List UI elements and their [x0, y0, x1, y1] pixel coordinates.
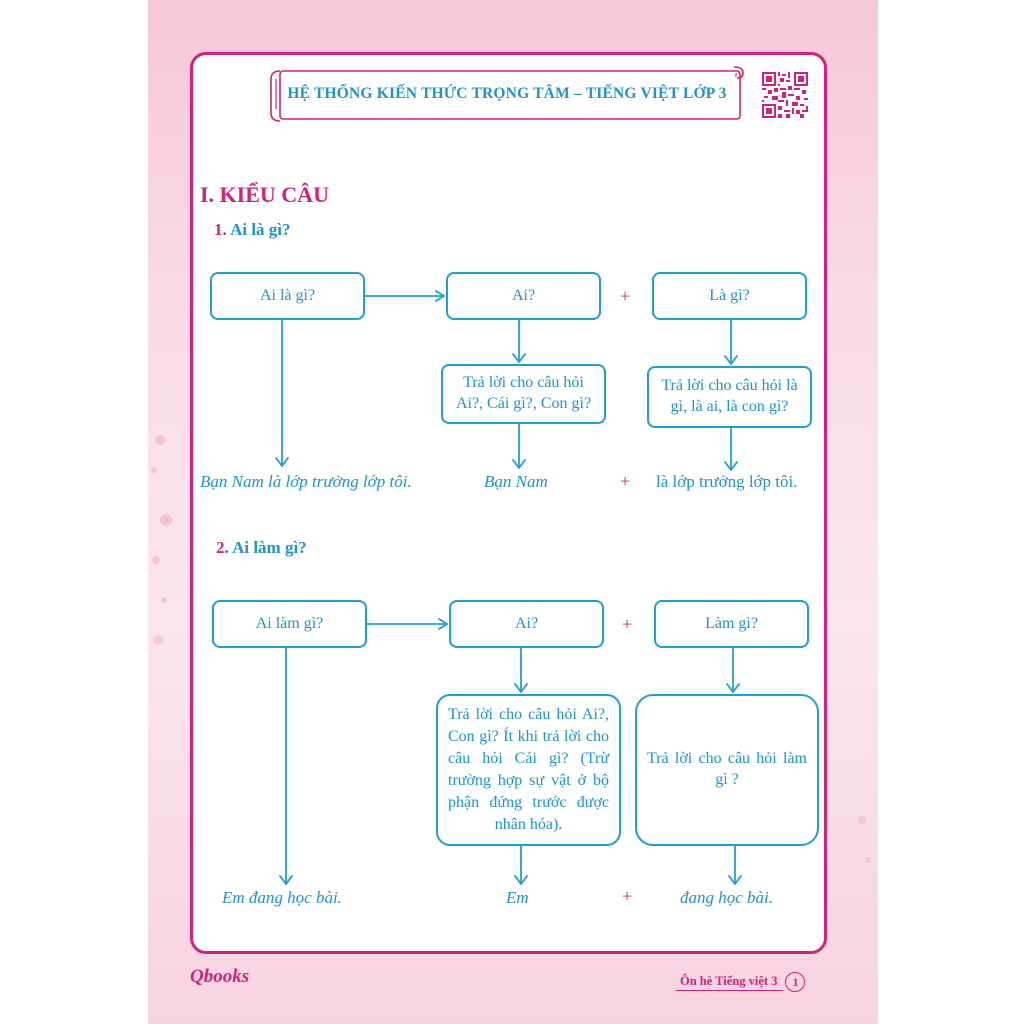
- part2-number: 2.: [216, 538, 229, 557]
- part1-what-box: Là gì?: [652, 272, 807, 320]
- part2-main-box: Ai làm gì?: [212, 600, 367, 648]
- part2-heading: 2. Ai làm gì?: [216, 538, 307, 558]
- part2-example-who: Em: [506, 888, 529, 907]
- part1-who-description: Trả lời cho câu hỏi Ai?, Cái gì?, Con gì…: [441, 364, 606, 424]
- part1-heading: 1. Ai là gì?: [214, 220, 291, 240]
- page-title: HỆ THỐNG KIẾN THỨC TRỌNG TÂM – TIẾNG VIỆ…: [287, 85, 727, 102]
- section-title: I. KIỂU CÂU: [200, 182, 329, 207]
- publisher-logo: Qbooks: [190, 966, 250, 987]
- part1-example-sentence: Bạn Nam là lớp trưởng lớp tôi.: [200, 472, 412, 491]
- part2-who-box: Ai?: [449, 600, 604, 648]
- part2-example-plus: +: [622, 886, 633, 906]
- qr-code-icon: [762, 72, 808, 118]
- part1-example-plus: +: [620, 471, 631, 491]
- part1-example-what: là lớp trưởng lớp tôi.: [656, 472, 798, 491]
- part2-example-what: đang học bài.: [680, 888, 774, 907]
- part1-example-who: Bạn Nam: [484, 472, 548, 491]
- part1-number: 1.: [214, 220, 227, 239]
- part2-what-description: Trả lời cho câu hỏi làm gì ?: [635, 694, 819, 846]
- footer-book-title: Ôn hè Tiếng việt 3: [676, 974, 784, 991]
- part1-title: Ai là gì?: [230, 220, 291, 239]
- page-number: 1: [785, 972, 806, 992]
- footer-book-tag: Ôn hè Tiếng việt 3 1: [676, 971, 806, 993]
- part2-plus-sign: +: [622, 614, 633, 634]
- part1-who-box: Ai?: [446, 272, 601, 320]
- part2-what-box: Làm gì?: [654, 600, 809, 648]
- part1-plus-sign: +: [620, 286, 631, 306]
- part2-example-sentence: Em đang học bài.: [222, 888, 342, 907]
- part2-title: Ai làm gì?: [232, 538, 307, 557]
- scroll-banner-shape: [270, 66, 744, 122]
- header-banner: HỆ THỐNG KIẾN THỨC TRỌNG TÂM – TIẾNG VIỆ…: [270, 65, 744, 123]
- part1-what-description: Trả lời cho câu hỏi là gì, là ai, là con…: [647, 366, 812, 428]
- background-spots: [151, 435, 871, 863]
- part1-main-box: Ai là gì?: [210, 272, 365, 320]
- part2-who-description: Trả lời cho câu hỏi Ai?, Con gì? Ít khi …: [436, 694, 621, 846]
